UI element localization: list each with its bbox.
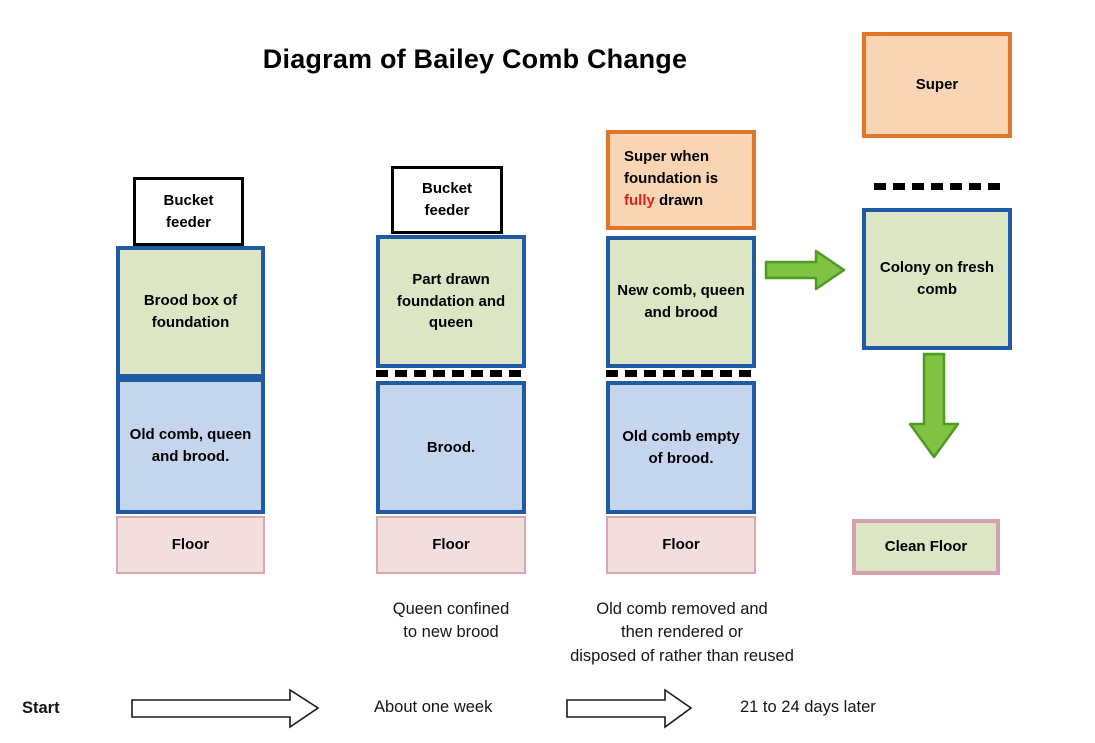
transition-right-arrow-icon <box>764 248 846 292</box>
stage-2-brood-box: Brood. <box>376 381 526 514</box>
stage-2-floor-box: Floor <box>376 516 526 574</box>
stage-4-colony-label: Colony on fresh comb <box>879 259 995 298</box>
stage-3-new-comb-label: New comb, queen and brood <box>617 282 745 321</box>
timeline-arrow-2-icon <box>565 688 693 730</box>
stage-3-floor-box: Floor <box>606 516 756 574</box>
stage-4-clean-floor-label: Clean Floor <box>884 538 968 556</box>
timeline-week-label: About one week <box>374 698 493 716</box>
stage-3-super-line-1: Super when <box>624 148 710 165</box>
stage-2-bucket-feeder-label: Bucket feeder <box>421 180 473 219</box>
stage-3-floor-label: Floor <box>662 536 700 554</box>
stage-2-caption: Queen confined to new brood <box>392 600 510 642</box>
stage-4-super-label: Super <box>915 76 959 94</box>
stage-3-queen-excluder <box>606 370 756 377</box>
stage-2-queen-excluder <box>376 370 526 377</box>
stage-2-bucket-feeder-box: Bucket feeder <box>391 166 503 234</box>
timeline-start-label: Start <box>22 699 60 717</box>
transition-down-arrow-icon <box>906 352 962 460</box>
stage-3-super-line-3: fully drawn <box>624 190 746 212</box>
stage-1-old-comb-box: Old comb, queen and brood. <box>116 378 265 514</box>
page-title: Diagram of Bailey Comb Change <box>262 44 688 74</box>
stage-3-super-line-2: foundation is <box>624 169 719 187</box>
stage-1-bucket-feeder-box: Bucket feeder <box>133 177 244 246</box>
stage-4-clean-floor-box: Clean Floor <box>852 519 1000 575</box>
stage-3-super-box: Super when foundation is fully drawn <box>606 130 756 230</box>
stage-2-floor-label: Floor <box>432 536 470 554</box>
stage-2-part-drawn-foundation-box: Part drawn foundation and queen <box>376 235 526 368</box>
stage-3-old-comb-empty-box: Old comb empty of brood. <box>606 381 756 514</box>
stage-1-old-comb-label: Old comb, queen and brood. <box>129 426 252 465</box>
timeline-days-label: 21 to 24 days later <box>740 698 876 716</box>
stage-3-super-fully-word: fully <box>624 191 655 209</box>
timeline-arrow-1-icon <box>130 688 320 730</box>
stage-1-floor-label: Floor <box>171 536 210 554</box>
stage-3-old-comb-empty-label: Old comb empty of brood. <box>622 427 740 467</box>
stage-1-brood-box-foundation: Brood box of foundation <box>116 246 265 378</box>
stage-3-new-comb-box: New comb, queen and brood <box>606 236 756 368</box>
stage-1-floor-box: Floor <box>116 516 265 574</box>
stage-4-colony-box: Colony on fresh comb <box>862 208 1012 350</box>
stage-1-brood-box-foundation-label: Brood box of foundation <box>143 292 238 331</box>
stage-4-super-box: Super <box>862 32 1012 138</box>
stage-3-super-drawn-word: drawn <box>654 191 704 209</box>
stage-2-part-drawn-foundation-label: Part drawn foundation and queen <box>396 270 506 332</box>
stage-1-bucket-feeder-label: Bucket feeder <box>163 191 214 231</box>
stage-4-queen-excluder <box>874 183 1002 190</box>
stage-3-caption: Old comb removed and then rendered or di… <box>570 600 794 665</box>
stage-2-brood-label: Brood. <box>426 438 476 456</box>
